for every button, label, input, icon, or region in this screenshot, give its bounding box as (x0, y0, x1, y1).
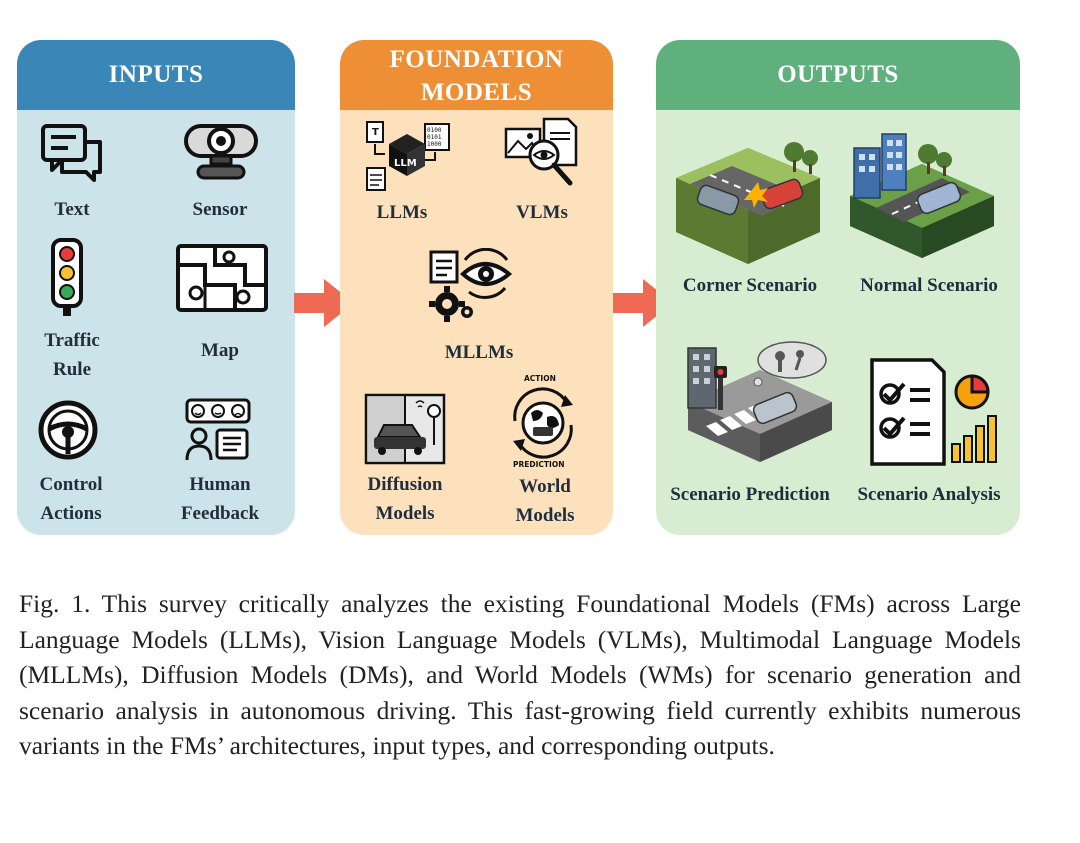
input-text-label: Text (54, 199, 90, 220)
inputs-body (17, 110, 295, 535)
world-model-globe-icon: ACTION PREDICTION (513, 374, 573, 469)
vlm-image-eye-icon (504, 117, 578, 186)
foundation-models-header: FOUNDATION MODELS (340, 40, 613, 110)
fm-title-line1: FOUNDATION (389, 46, 564, 73)
llm-cube-icon: T 0100 0101 1000 LLM (366, 121, 450, 191)
corner-scenario-collision-icon (676, 142, 820, 264)
svg-text:T: T (372, 127, 379, 138)
traffic-light-icon (51, 238, 83, 316)
svg-text:1000: 1000 (427, 141, 442, 148)
fm-title-line2: MODELS (420, 79, 533, 106)
normal-scenario-city-icon (850, 133, 994, 258)
input-sensor-label: Sensor (192, 199, 248, 220)
scenario-analysis-checklist-chart-icon (870, 358, 997, 466)
output-scenario-prediction-label: Scenario Prediction (670, 484, 830, 505)
output-normal-scenario-label: Normal Scenario (860, 275, 998, 296)
fm-vlms-label: VLMs (516, 202, 568, 223)
fm-llms-label: LLMs (376, 202, 428, 223)
input-map-label: Map (201, 340, 239, 361)
binary-text: 0100 (427, 127, 442, 134)
steering-wheel-icon (38, 400, 98, 460)
map-icon (176, 244, 268, 312)
sensor-webcam-icon (184, 124, 258, 180)
scenario-prediction-crosswalk-icon (687, 341, 832, 462)
figure-caption: Fig. 1. This survey critically analyzes … (19, 589, 1021, 760)
diffusion-car-image-icon (364, 393, 446, 465)
prediction-text: PREDICTION (513, 460, 564, 469)
action-text: ACTION (524, 374, 556, 383)
output-scenario-analysis-label: Scenario Analysis (857, 484, 1001, 505)
outputs-header: OUTPUTS (656, 40, 1020, 110)
arrow-inputs-to-fm-icon (294, 279, 354, 327)
inputs-header: INPUTS (17, 40, 295, 110)
llm-cube-text: LLM (394, 158, 417, 169)
human-feedback-icon (185, 398, 251, 461)
inputs-panel: INPUTS (17, 40, 295, 535)
text-chat-icon (41, 124, 102, 182)
mllm-eye-gear-icon (429, 248, 513, 322)
output-corner-scenario-label: Corner Scenario (682, 275, 818, 296)
svg-text:0101: 0101 (427, 134, 442, 141)
fm-mllms-label: MLLMs (444, 342, 514, 363)
